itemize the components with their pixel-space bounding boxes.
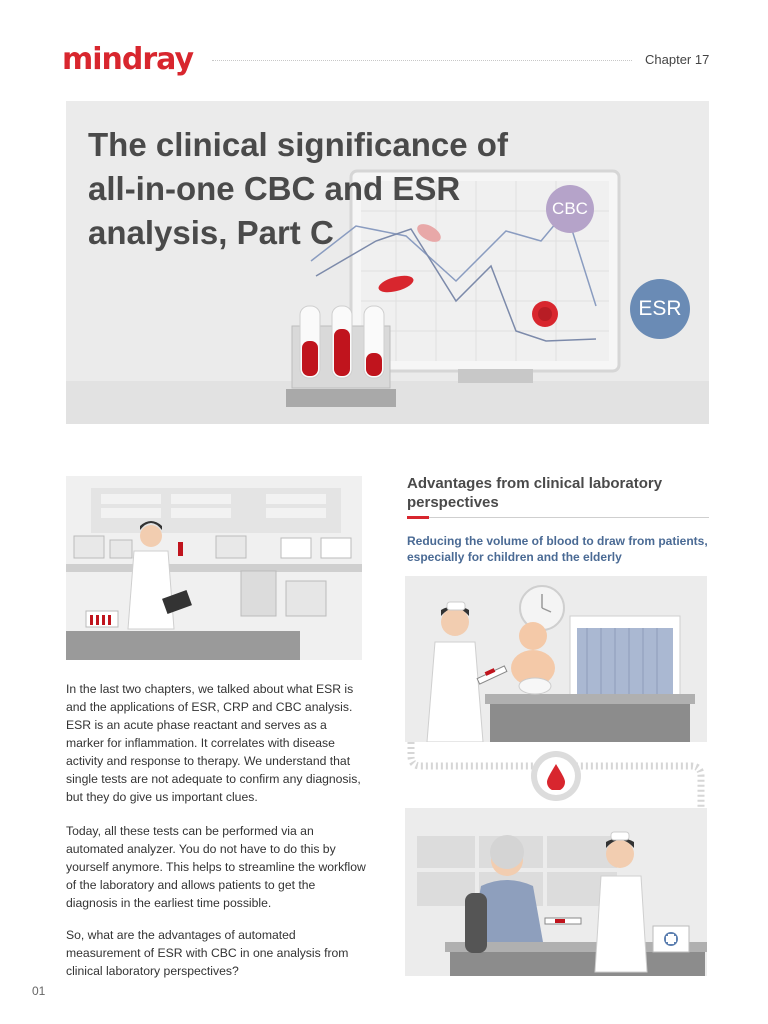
section-heading: Advantages from clinical laboratory pers… — [407, 475, 663, 511]
heading-rule — [407, 517, 709, 518]
laboratory-illustration — [66, 476, 362, 660]
mindray-logo: mindray — [62, 42, 194, 77]
heading-accent-rule — [407, 516, 429, 519]
elderly-blood-draw-illustration — [405, 808, 707, 976]
hero-title-line-3: analysis, Part C — [88, 214, 334, 251]
intro-paragraph: In the last two chapters, we talked abou… — [66, 682, 361, 804]
hero-title-line-1: The clinical significance of — [88, 126, 508, 163]
pediatric-blood-draw-illustration — [405, 576, 707, 742]
question-paragraph: So, what are the advantages of automated… — [66, 928, 349, 978]
hero-title: The clinical significance of all-in-one … — [88, 123, 548, 255]
hero-banner: The clinical significance of all-in-one … — [66, 101, 709, 424]
automation-paragraph: Today, all these tests can be performed … — [66, 824, 366, 910]
hero-title-line-2: all-in-one CBC and ESR — [88, 170, 461, 207]
section-subheading: Reducing the volume of blood to draw fro… — [407, 534, 708, 564]
blood-drop-icon — [547, 764, 565, 790]
page-number: 01 — [32, 984, 46, 998]
chapter-label: Chapter 17 — [645, 52, 710, 67]
header-divider — [212, 60, 632, 61]
esr-badge: ESR — [630, 279, 690, 339]
cbc-badge: CBC — [546, 185, 594, 233]
